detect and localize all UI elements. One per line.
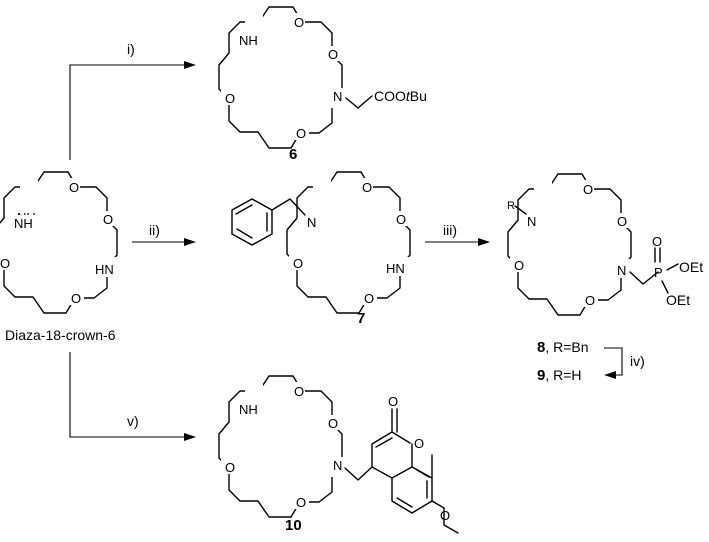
amine-hn: HN [95,262,114,277]
ring-oxygen: O [514,258,524,273]
arrow-iv [604,347,623,379]
amine-n: N [333,458,342,473]
ring-oxygen: O [296,495,306,510]
amine-nh: NH [239,402,258,417]
methoxy-oxygen: O [440,508,450,523]
ethoxy-2: OEt [666,292,690,308]
ring-oxygen: O [71,291,81,306]
ethoxy-1: OEt [679,259,703,275]
ring-oxygen: O [294,384,304,399]
diaza-18-crown-6-structure: O O O O NH HN [0,171,118,314]
amine-n: N [617,263,626,278]
arrow-iii [425,238,490,246]
substituent-bond [345,95,373,109]
ring-oxygen: O [396,212,406,227]
methoxycoumarin-group [344,408,459,534]
arrow-v [69,352,196,441]
amine-hn: HN [386,261,405,276]
compound-9-label: 9, R=H [537,367,582,384]
amine-nh: NH [14,216,33,231]
ring-oxygen: O [328,47,338,62]
arrow-i [69,61,196,160]
arrow-ii [132,238,196,246]
compound-number-10: 10 [285,517,302,534]
ring-oxygen: O [225,460,235,475]
amine-n: N [527,214,536,229]
compound-6-structure: O O O O [218,6,343,149]
ring-oxygen: O [362,180,372,195]
reagent-label-ii: ii) [149,222,160,238]
ring-oxygen: O [294,15,304,30]
ring-oxygen: O [103,212,113,227]
diaza-18-crown-6-label: Diaza-18-crown-6 [5,327,116,343]
reagent-label-v: v) [127,413,139,429]
ring-oxygen: O [293,256,303,271]
compound-10-structure: O O O O [218,375,343,518]
reagent-label-iv: iv) [630,353,645,369]
amine-n: N [333,89,342,104]
phosphoryl-oxygen: O [652,234,662,249]
compound-8-structure: O O O O [507,173,632,316]
ring-oxygen: O [328,416,338,431]
benzyl-group [231,198,306,246]
ester-substituent: COOtBu [374,88,427,104]
compound-7-structure: O O O O [286,171,411,314]
reagent-label-iii: iii) [443,222,457,238]
ring-oxygen: O [585,293,595,308]
ring-oxygen: O [0,256,10,271]
phosphonate-bond [629,271,659,285]
ring-oxygen: O [225,91,235,106]
reagent-label-i: i) [127,41,135,57]
compound-8-label: 8, R=Bn [537,339,589,356]
ring-oxygen: O [414,436,424,451]
phosphorus: P [654,265,663,280]
compound-number-7: 7 [357,310,365,327]
carbonyl-oxygen: O [388,394,398,409]
r-group-label: R [507,200,515,212]
ring-oxygen: O [364,291,374,306]
amine-nh: NH [239,33,258,48]
amine-n: N [307,215,316,230]
ring-oxygen: O [69,180,79,195]
ring-oxygen: O [617,214,627,229]
ring-oxygen: O [296,126,306,141]
compound-number-6: 6 [289,146,297,163]
ring-oxygen: O [583,182,593,197]
